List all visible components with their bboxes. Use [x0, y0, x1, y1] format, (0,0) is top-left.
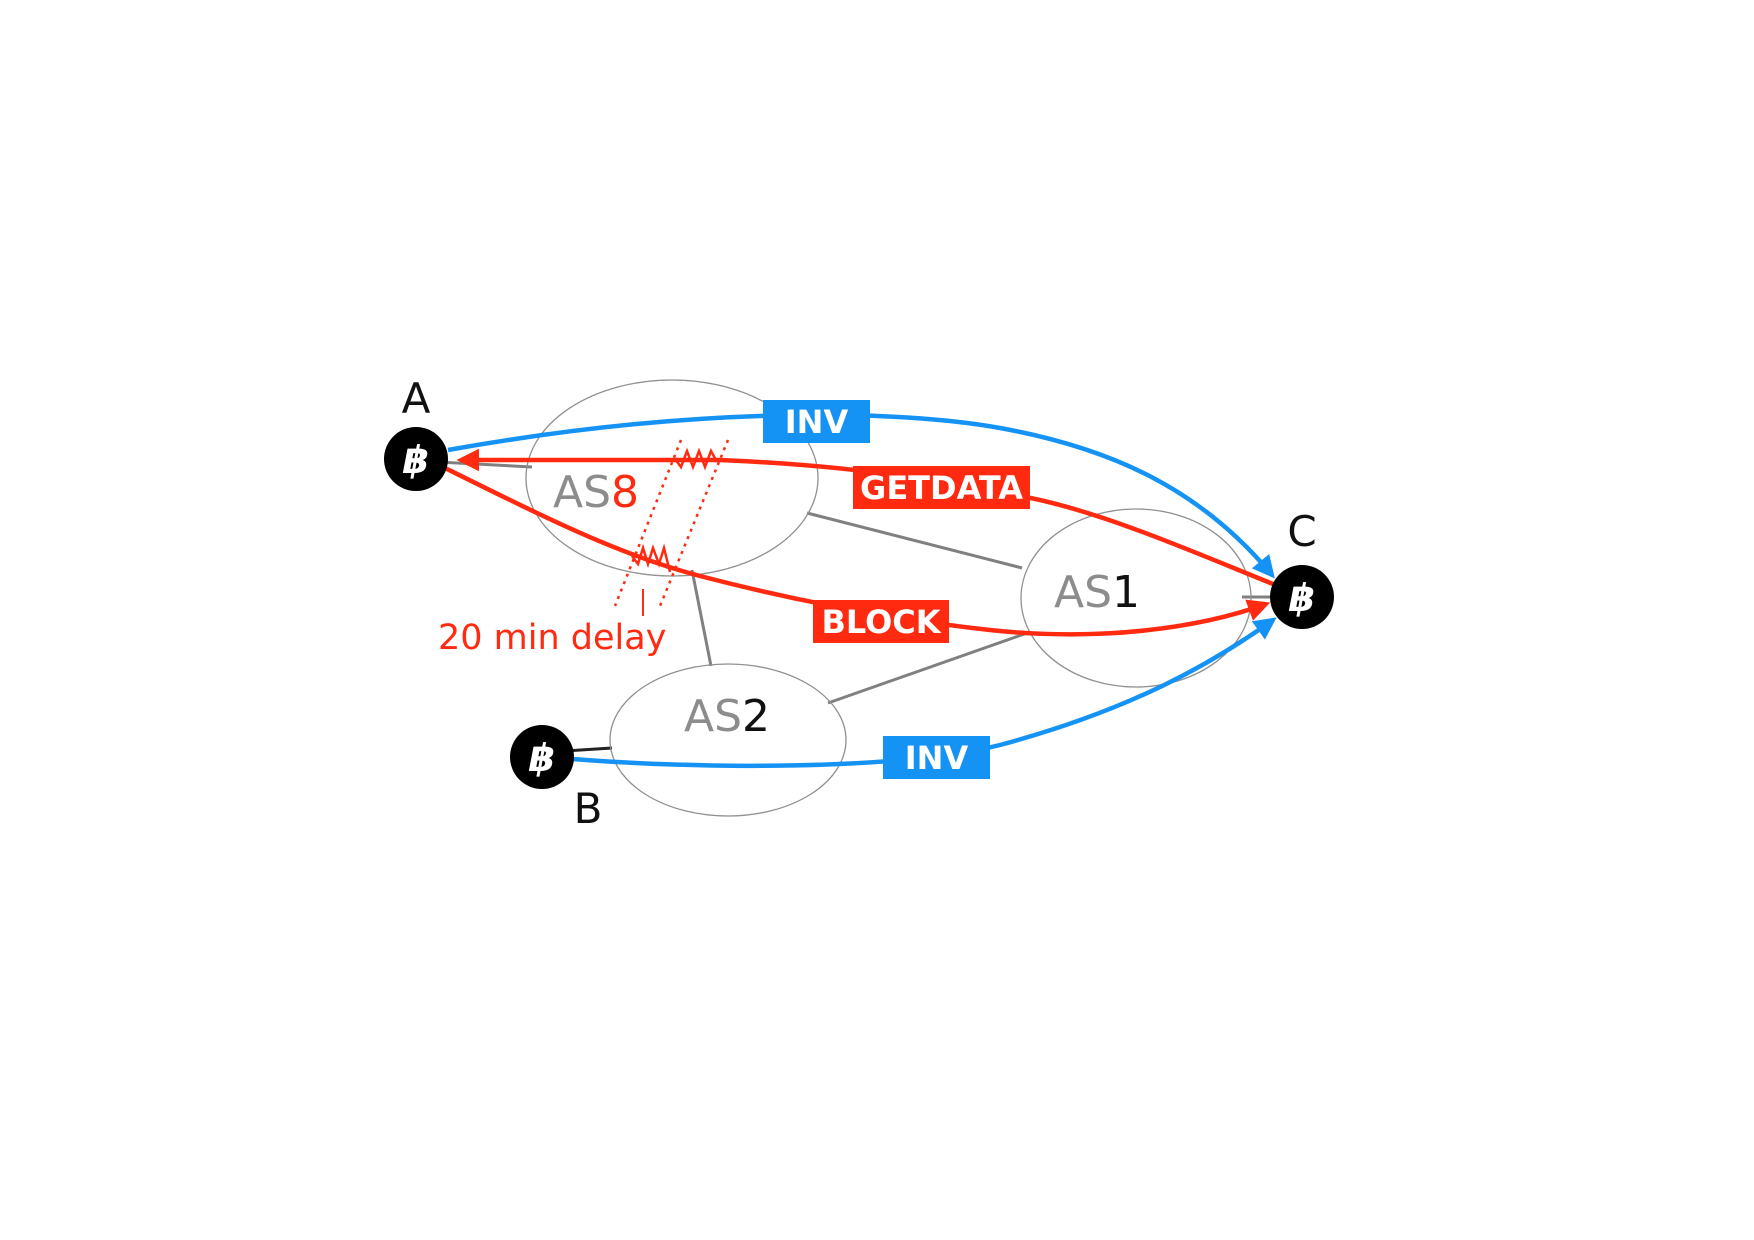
delay-zigzag-getdata [674, 447, 719, 471]
inv-top-box [763, 400, 870, 443]
delay-marks [613, 439, 730, 616]
as-clouds [525, 379, 1252, 817]
as2-label: AS2 [684, 691, 770, 742]
link-as2-as1 [827, 630, 1031, 705]
node-c-circle [1270, 565, 1334, 629]
node-a-label: A [402, 374, 431, 423]
node-a-circle [384, 427, 448, 491]
inv-top-badge: INV [763, 400, 870, 443]
delay-dotted-bar-right [658, 439, 730, 607]
as2-prefix: AS [684, 691, 742, 742]
node-b-circle [510, 725, 574, 789]
as8-number: 8 [611, 467, 639, 518]
as8-label: AS8 [553, 467, 639, 518]
inv-top-arrow [447, 412, 1275, 579]
as8-cloud [525, 379, 819, 577]
delay-dotted-bar-left [613, 439, 683, 607]
node-a: ฿ [384, 427, 448, 491]
delay-label: 20 min delay [438, 618, 666, 658]
as1-cloud [1020, 508, 1252, 688]
bitcoin-icon: ฿ [1289, 576, 1315, 620]
inv-bottom-label: INV [905, 739, 969, 777]
inv-bottom-box [883, 736, 990, 779]
node-c-label: C [1287, 507, 1316, 556]
block-badge: BLOCK [813, 600, 949, 643]
delay-zigzag-block [631, 543, 672, 573]
getdata-box [853, 466, 1030, 509]
node-c: ฿ [1270, 565, 1334, 629]
inv-bottom-badge: INV [883, 736, 990, 779]
node-b-label: B [574, 784, 603, 833]
block-box [813, 600, 949, 643]
link-as8-as1 [806, 511, 1023, 570]
as8-prefix: AS [553, 467, 611, 518]
as1-label: AS1 [1054, 567, 1140, 618]
link-as8-as2 [690, 569, 713, 667]
block-label: BLOCK [821, 603, 941, 641]
getdata-badge: GETDATA [853, 466, 1030, 509]
as1-prefix: AS [1054, 567, 1112, 618]
node-b: ฿ [510, 725, 574, 789]
as2-number: 2 [742, 691, 770, 742]
as1-number: 1 [1112, 567, 1140, 618]
bitcoin-icon: ฿ [529, 736, 555, 780]
as2-cloud [609, 663, 847, 817]
inv-top-label: INV [785, 403, 849, 441]
bitcoin-icon: ฿ [403, 438, 429, 482]
getdata-label: GETDATA [860, 469, 1023, 507]
link-a-as8 [437, 460, 533, 469]
